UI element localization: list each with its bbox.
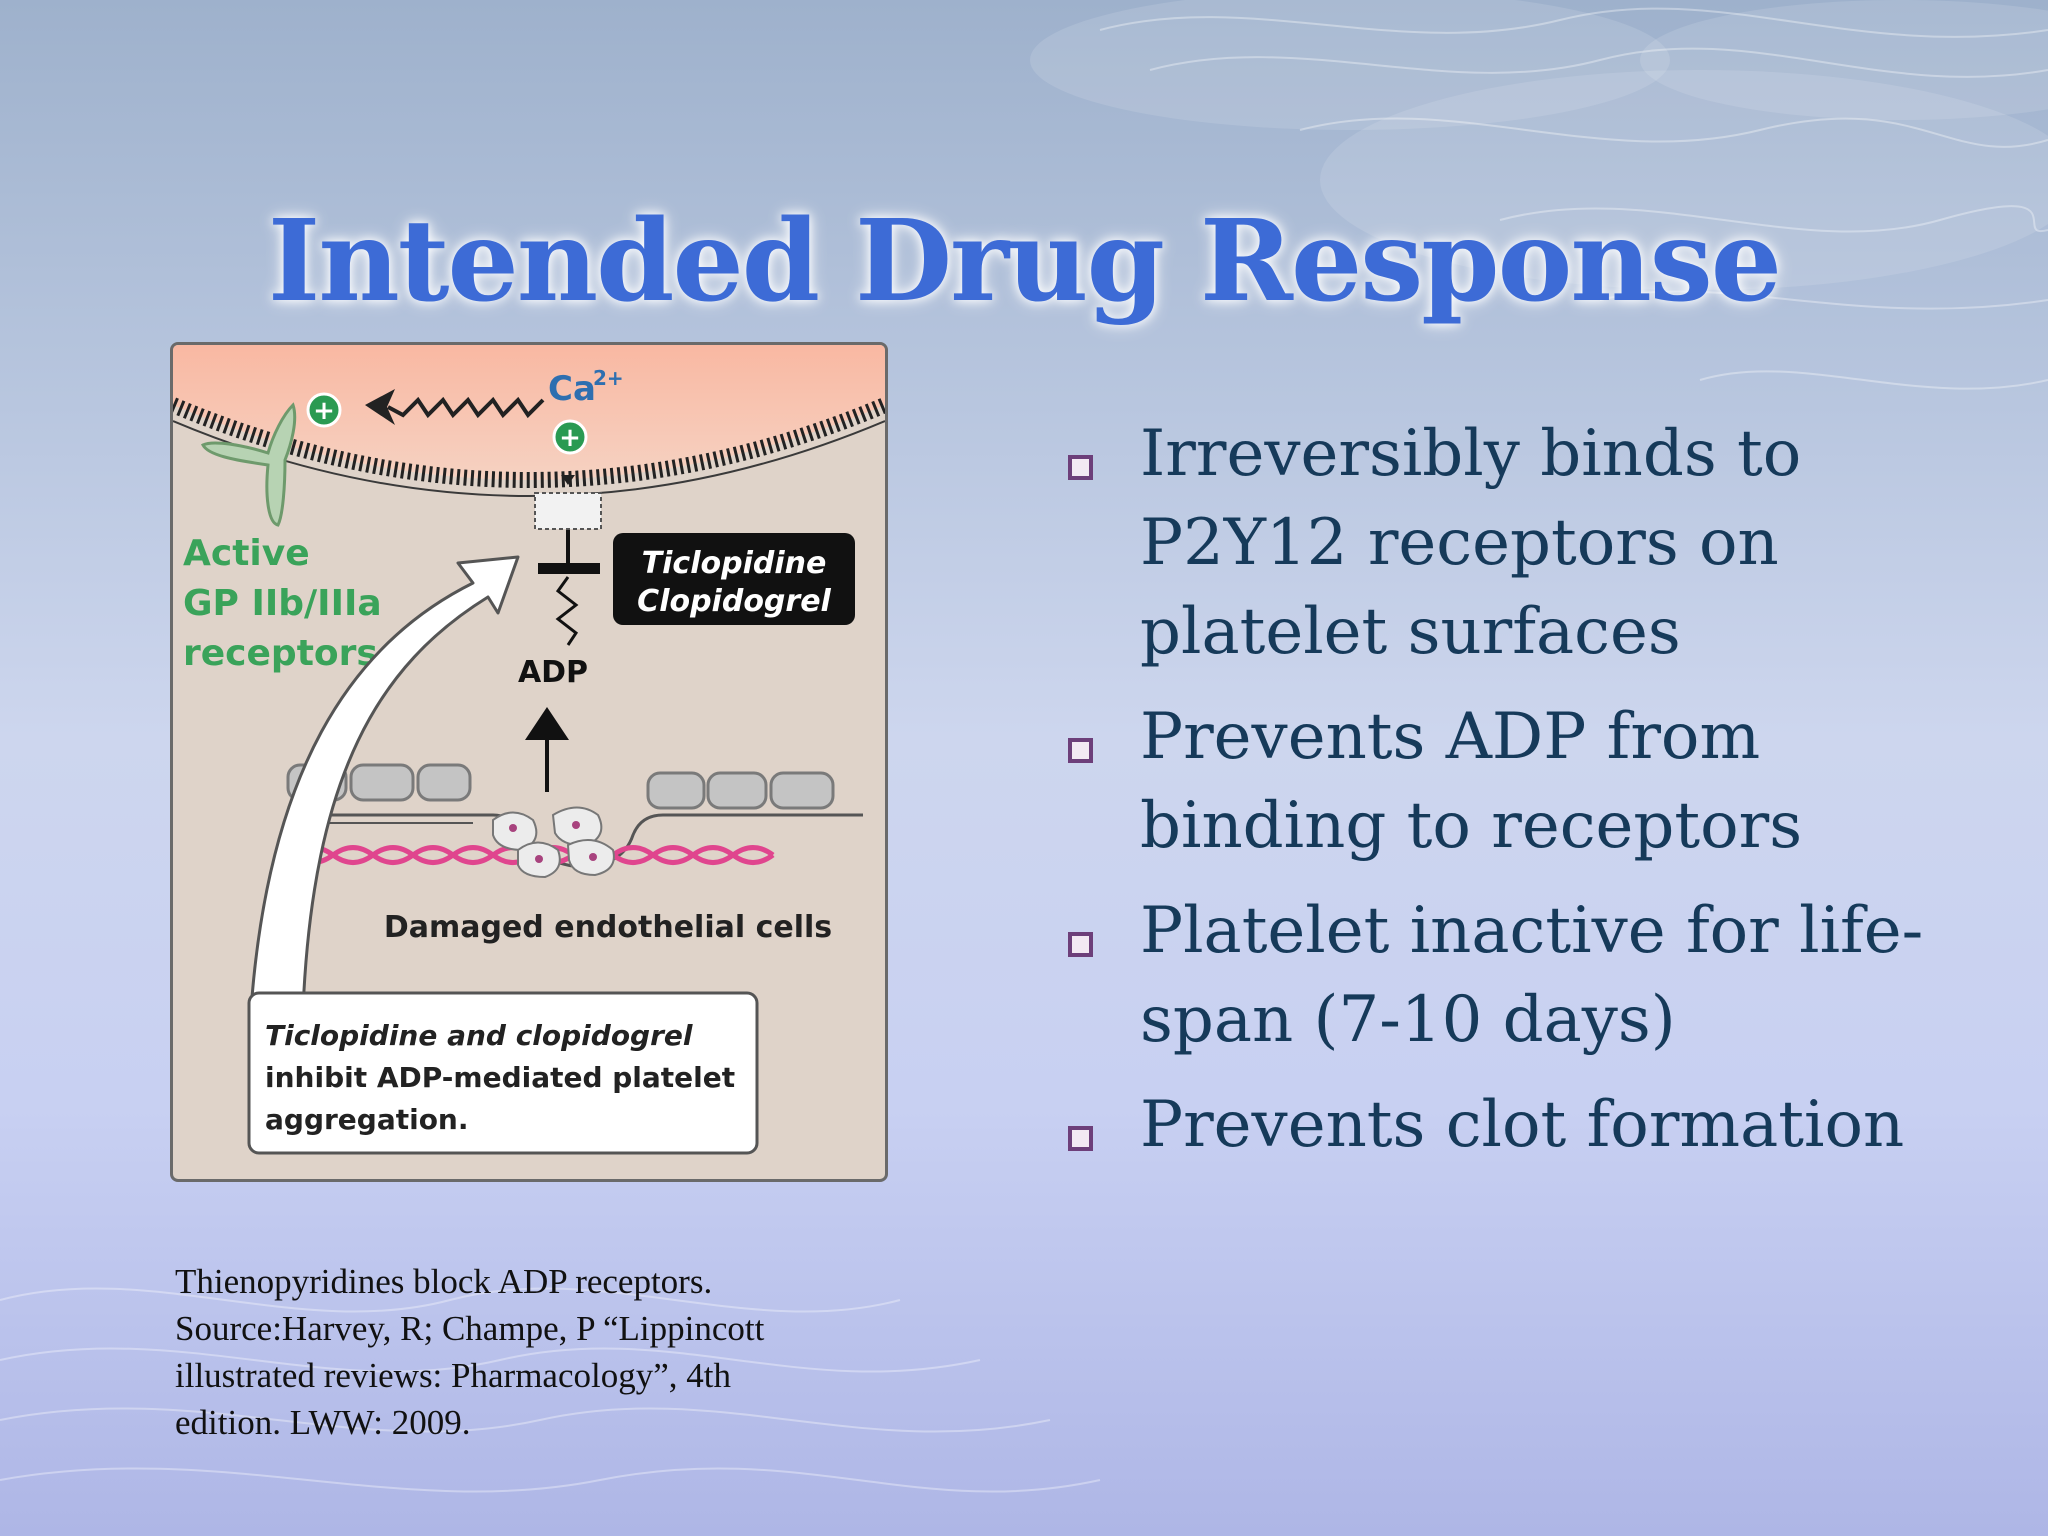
bullet-item: Prevents clot formation bbox=[1060, 1081, 2020, 1170]
mechanism-illustration: + Ca 2+ + Active GP IIb/IIIa receptors bbox=[173, 345, 885, 1155]
square-bullet-icon bbox=[1068, 932, 1093, 957]
caption-line: Source:Harvey, R; Champe, P “Lippincott bbox=[175, 1309, 765, 1348]
bullet-line: P2Y12 receptors on bbox=[1140, 506, 1779, 580]
square-bullet-icon bbox=[1068, 455, 1093, 480]
signal-zigzag-arrow bbox=[387, 396, 545, 419]
drug-name-2: Clopidogrel bbox=[637, 584, 831, 619]
drug-name-1: Ticlopidine bbox=[642, 546, 827, 581]
bullet-line: Platelet inactive for life- bbox=[1140, 894, 1924, 968]
bullet-line: platelet surfaces bbox=[1140, 595, 1681, 669]
platelet-membrane bbox=[173, 397, 885, 488]
active-receptors-label-3: receptors bbox=[183, 633, 378, 674]
callout-line-1: Ticlopidine and clopidogrel bbox=[265, 1019, 693, 1052]
adp-release-arrow bbox=[525, 707, 569, 792]
bullet-list: Irreversibly binds to P2Y12 receptors on… bbox=[1060, 410, 2020, 1186]
mechanism-figure: + Ca 2+ + Active GP IIb/IIIa receptors bbox=[170, 342, 888, 1182]
bullet-line: binding to receptors bbox=[1140, 789, 1803, 863]
bullet-line: Prevents ADP from bbox=[1140, 700, 1761, 774]
plus-icon: + bbox=[306, 392, 342, 428]
active-receptors-label-1: Active bbox=[183, 533, 310, 574]
bullet-item: Platelet inactive for life- span (7-10 d… bbox=[1060, 887, 2020, 1065]
caption-line: Thienopyridines block ADP receptors. bbox=[175, 1262, 713, 1301]
damaged-cells-label: Damaged endothelial cells bbox=[384, 910, 832, 945]
adp-label: ADP bbox=[518, 655, 588, 690]
bullet-line: Irreversibly binds to bbox=[1140, 417, 1802, 491]
callout-line-2: inhibit ADP-mediated platelet bbox=[265, 1061, 735, 1094]
plus-sign: + bbox=[313, 396, 335, 426]
figure-caption: Thienopyridines block ADP receptors. Sou… bbox=[175, 1258, 935, 1446]
plus-icon: + bbox=[552, 419, 588, 455]
bullet-line: Prevents clot formation bbox=[1140, 1088, 1905, 1162]
caption-line: illustrated reviews: Pharmacology”, 4th bbox=[175, 1356, 731, 1395]
bullet-item: Irreversibly binds to P2Y12 receptors on… bbox=[1060, 410, 2020, 677]
square-bullet-icon bbox=[1068, 738, 1093, 763]
drug-name-box bbox=[613, 533, 855, 625]
bullet-line: span (7-10 days) bbox=[1140, 983, 1676, 1057]
callout-line-3: aggregation. bbox=[265, 1103, 469, 1136]
endothelial-cells bbox=[286, 763, 835, 810]
square-bullet-icon bbox=[1068, 1126, 1093, 1151]
inhibition-curved-arrow bbox=[249, 555, 520, 1012]
bullet-item: Prevents ADP from binding to receptors bbox=[1060, 693, 2020, 871]
gp-receptor-shape bbox=[200, 402, 297, 527]
plus-sign: + bbox=[559, 423, 581, 453]
activated-platelets bbox=[492, 806, 615, 879]
inhibitor-block-bar bbox=[538, 563, 600, 574]
calcium-label: Ca bbox=[548, 369, 596, 409]
slide-title: Intended Drug Response bbox=[267, 196, 1782, 327]
caption-line: edition. LWW: 2009. bbox=[175, 1403, 471, 1442]
calcium-charge: 2+ bbox=[593, 366, 624, 390]
active-receptors-label-2: GP IIb/IIIa bbox=[183, 583, 382, 624]
p2y12-receptor bbox=[534, 492, 602, 530]
callout-box bbox=[247, 991, 759, 1155]
